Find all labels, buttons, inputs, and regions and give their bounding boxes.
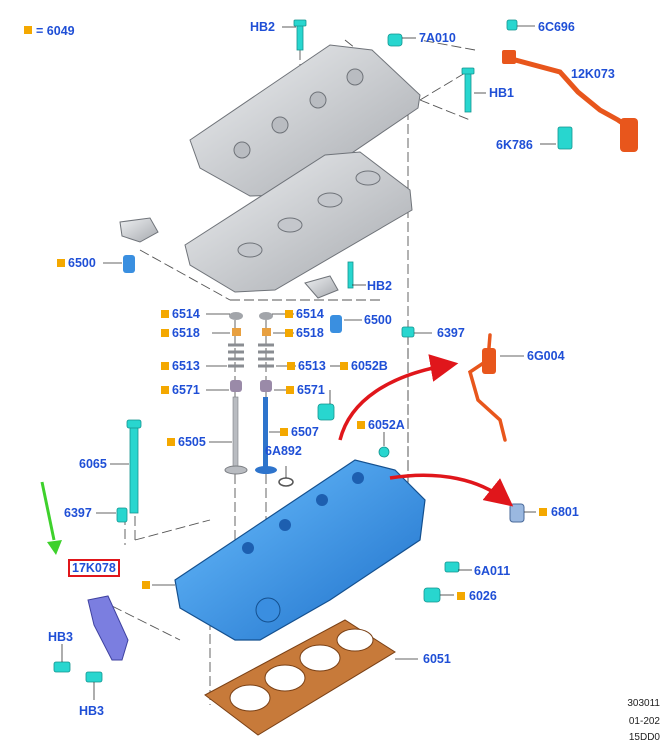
harness-plug [502, 50, 516, 64]
cylinder-head [174, 459, 426, 641]
rocker-arms [119, 217, 342, 333]
label-7a010: 7A010 [419, 31, 456, 45]
label-hb2-top: HB2 [250, 20, 276, 34]
square-marker [161, 310, 169, 318]
square-marker [285, 310, 293, 318]
label-hb2-mid: HB2 [367, 279, 393, 293]
square-marker [142, 581, 150, 589]
square-marker [286, 386, 294, 394]
square-marker [167, 438, 175, 446]
label-6505: 6505 [178, 435, 206, 449]
label-6571-right: 6571 [297, 383, 325, 397]
legend-prefix: = [36, 24, 44, 38]
label-6500-right: 6500 [364, 313, 392, 327]
label-6052a: 6052A [368, 418, 405, 432]
label-6397-left: 6397 [64, 506, 92, 520]
label-6801: 6801 [551, 505, 579, 519]
label-hb1: HB1 [489, 86, 515, 100]
square-marker [457, 592, 465, 600]
label-6507: 6507 [291, 425, 319, 439]
label-6514-right: 6514 [296, 307, 324, 321]
label-6k786: 6K786 [496, 138, 533, 152]
square-marker [161, 329, 169, 337]
square-marker [357, 421, 365, 429]
square-marker [539, 508, 547, 516]
camshaft-cover [189, 44, 421, 197]
sensor-body [482, 348, 496, 374]
label-6514-left: 6514 [172, 307, 200, 321]
footer-code-3: 15DD0 [628, 732, 660, 743]
label-6026: 6026 [469, 589, 497, 603]
legend-square-icon [24, 26, 32, 34]
label-6500-left: 6500 [68, 256, 96, 270]
label-6g004: 6G004 [527, 349, 565, 363]
fasteners [53, 19, 573, 683]
square-marker [340, 362, 348, 370]
label-6518-left: 6518 [172, 326, 200, 340]
square-marker [280, 428, 288, 436]
green-arrow [40, 481, 62, 555]
plug-6801 [509, 503, 525, 523]
square-marker [161, 386, 169, 394]
sensor-harness [505, 55, 633, 131]
bracket [87, 595, 129, 661]
label-6513-left: 6513 [172, 359, 200, 373]
label-hb3-bottom: HB3 [79, 704, 105, 718]
label-6a892: 6A892 [265, 444, 302, 458]
square-marker [57, 259, 65, 267]
label-6571-left: 6571 [172, 383, 200, 397]
footer-code-1: 303011 [627, 698, 660, 709]
footer-code-2: 01-202 [628, 716, 660, 727]
legend-value: 6049 [46, 24, 75, 38]
label-17k078: 17K078 [68, 559, 120, 577]
red-arrow-lower [389, 473, 514, 507]
label-6052b: 6052B [351, 359, 388, 373]
label-6c696: 6C696 [538, 20, 575, 34]
square-marker [285, 329, 293, 337]
head-gasket [204, 619, 396, 736]
square-marker [287, 362, 295, 370]
square-marker [161, 362, 169, 370]
harness-connector [620, 118, 638, 152]
label-6513-right: 6513 [298, 359, 326, 373]
label-6518-right: 6518 [296, 326, 324, 340]
legend: = 6049 [24, 24, 75, 38]
label-6397-right: 6397 [437, 326, 465, 340]
label-12k073: 12K073 [571, 67, 615, 81]
valve-train [224, 312, 294, 487]
label-hb3-top: HB3 [48, 630, 74, 644]
red-arrow-upper [338, 354, 459, 441]
label-6051: 6051 [423, 652, 451, 666]
label-6a011: 6A011 [474, 564, 511, 578]
label-6065: 6065 [79, 457, 107, 471]
camshaft-carrier [184, 151, 413, 293]
